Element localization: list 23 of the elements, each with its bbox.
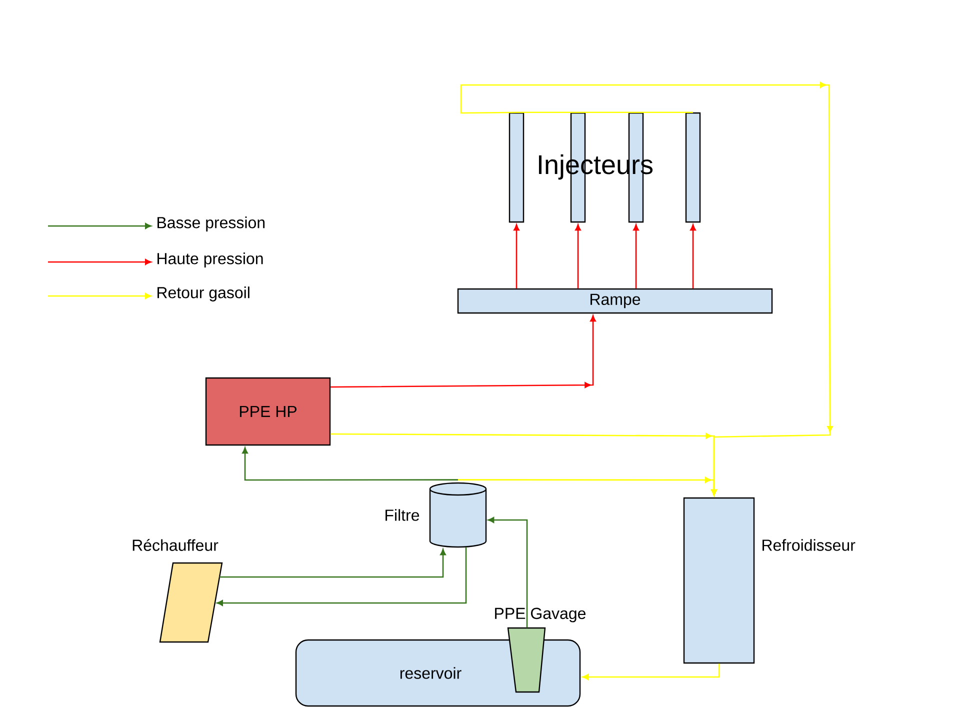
arrow	[216, 547, 467, 606]
legend-label: Retour gasoil	[158, 286, 250, 302]
arrow	[220, 548, 446, 578]
arrow	[575, 224, 581, 288]
pump-box: PPE HP	[205, 377, 331, 446]
pump-label: PPE Gavage	[495, 608, 586, 622]
arrow	[330, 315, 596, 388]
heater-label: Réchauffeur	[132, 539, 218, 551]
arrow	[460, 82, 833, 496]
injector-box	[685, 112, 701, 223]
filter-label: Filtre	[386, 509, 420, 521]
rail-box: Rampe	[457, 288, 773, 314]
arrow	[690, 224, 696, 288]
arrow	[514, 224, 520, 288]
arrow	[633, 224, 639, 288]
cooler-label: Refroidisseur	[762, 539, 856, 551]
injector-box	[508, 112, 524, 223]
legend-label: Basse pression	[158, 216, 265, 232]
arrow	[488, 517, 528, 628]
legend-label: Haute pression	[158, 252, 263, 268]
tank-box: reservoir	[295, 639, 581, 707]
arrow	[582, 664, 720, 680]
arrow	[242, 447, 458, 481]
